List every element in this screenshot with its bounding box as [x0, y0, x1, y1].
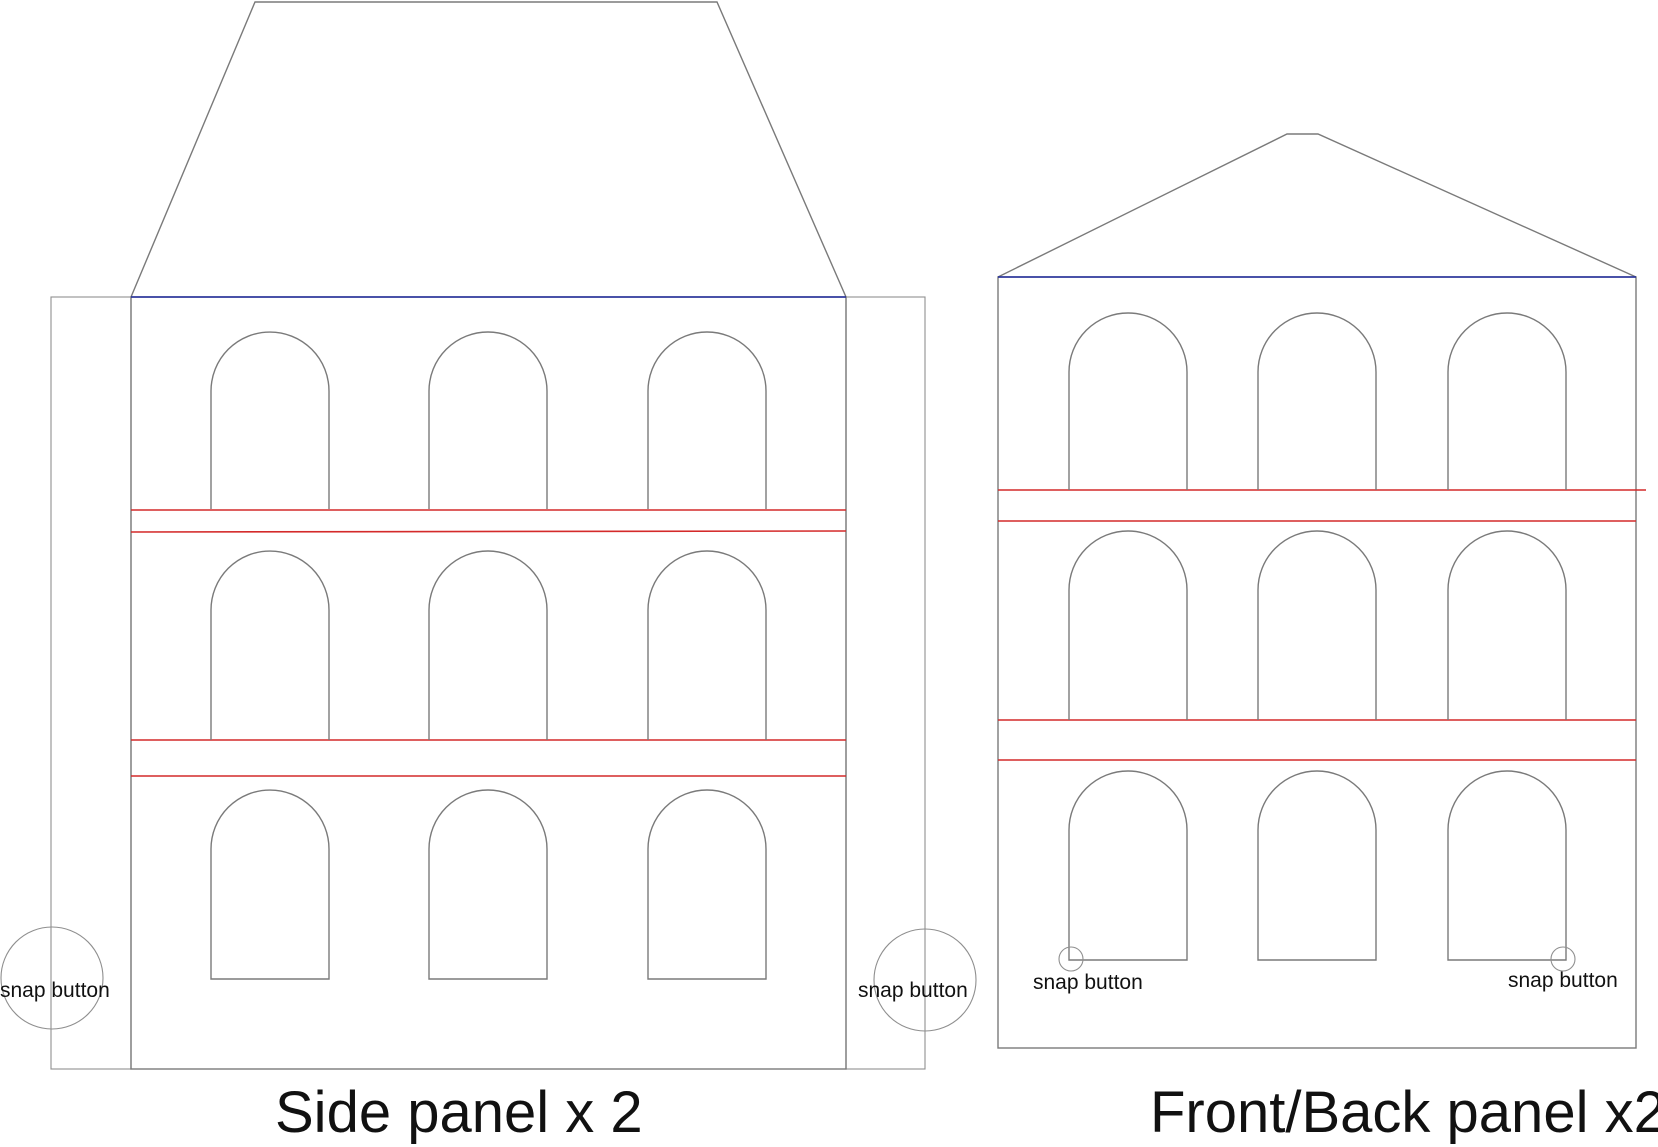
side-panel-window [428, 789, 548, 980]
front-back-panel-window [1068, 530, 1188, 720]
front-back-panel-caption: Front/Back panel x2 [1150, 1080, 1658, 1145]
side-panel-window [210, 789, 330, 980]
side-panel-window [647, 331, 767, 509]
front-back-panel-right-snap-label: snap button [1508, 969, 1618, 992]
side-panel-right-flap [845, 296, 926, 1070]
side-panel-window [428, 550, 548, 740]
front-back-panel-right-snap-button [1550, 946, 1576, 972]
front-back-panel-left-snap-label: snap button [1033, 971, 1143, 994]
side-panel-window [428, 331, 548, 509]
side-panel-right-snap-label: snap button [858, 979, 968, 1002]
front-back-panel-window [1257, 770, 1377, 961]
side-panel-left-snap-button [0, 926, 104, 1030]
side-panel-left-snap-label: snap button [0, 979, 110, 1002]
side-panel-left-flap [50, 296, 132, 1070]
front-back-panel-window [1068, 770, 1188, 961]
front-back-panel: snap button snap button Front/Back panel… [997, 133, 1658, 1145]
side-panel-roof [130, 1, 847, 298]
side-panel-window [647, 789, 767, 980]
side-panel-floor-line-1b [130, 530, 847, 533]
front-back-panel-window [1257, 530, 1377, 720]
side-panel-body [130, 296, 847, 1070]
front-back-panel-roof [997, 133, 1637, 278]
side-panel-caption: Side panel x 2 [275, 1080, 643, 1145]
front-back-panel-window [1447, 770, 1567, 961]
side-panel-window [210, 331, 330, 509]
side-panel-window [647, 550, 767, 740]
side-panel-window [210, 550, 330, 740]
front-back-panel-window [1447, 530, 1567, 720]
side-panel: snap button snap button Side panel x 2 [0, 1, 977, 1145]
front-back-panel-window [1257, 312, 1377, 490]
front-back-panel-window [1068, 312, 1188, 490]
front-back-panel-body [997, 276, 1637, 1049]
front-back-panel-left-snap-button [1058, 946, 1084, 972]
side-panel-right-snap-button [873, 928, 977, 1032]
front-back-panel-window [1447, 312, 1567, 490]
